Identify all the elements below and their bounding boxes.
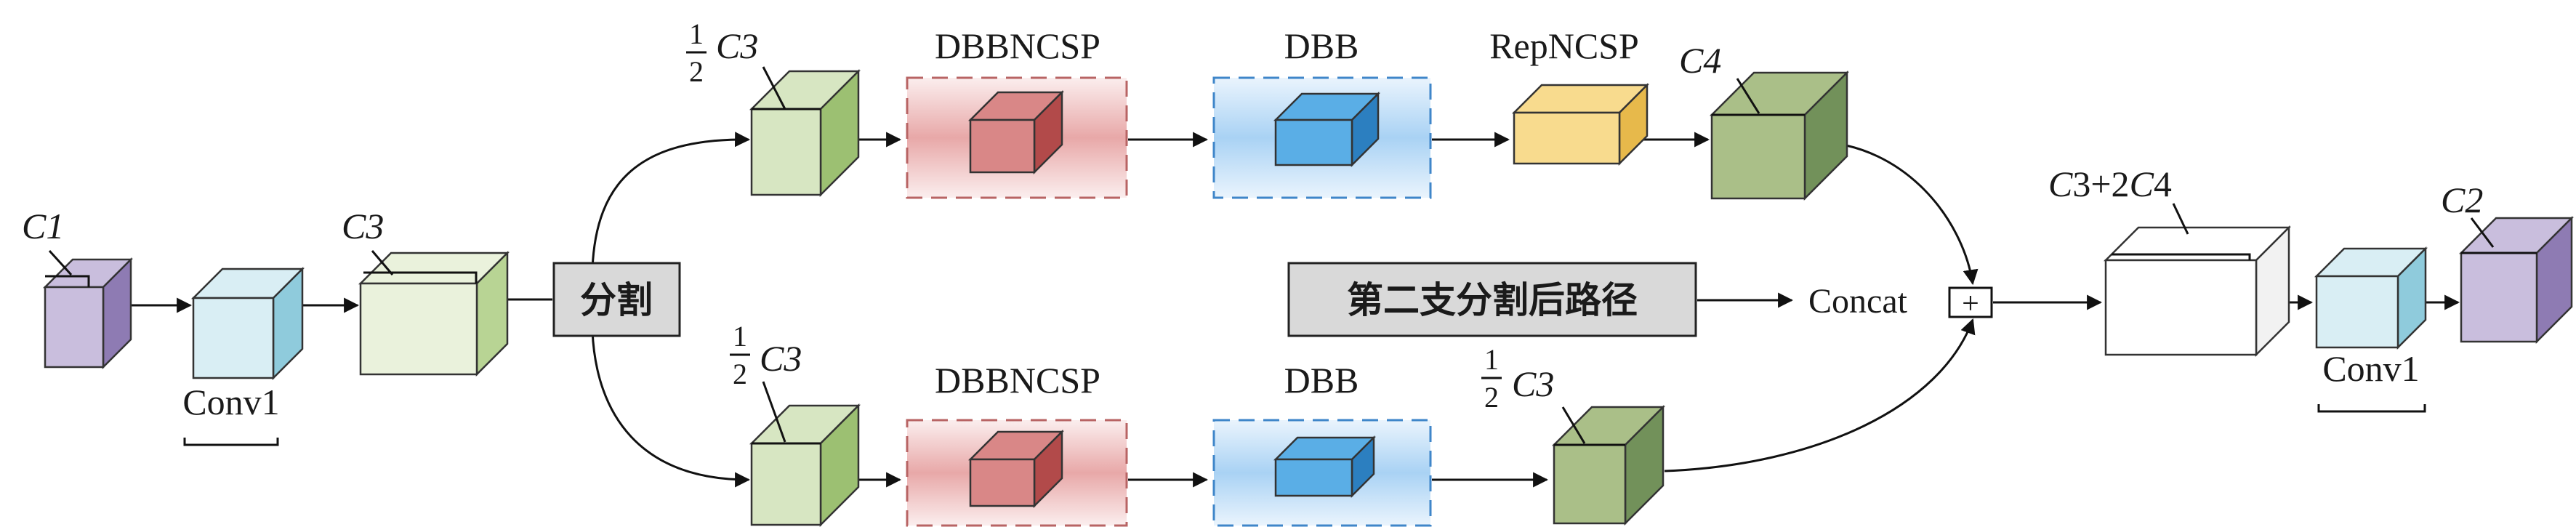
conv1-brackets	[183, 404, 2426, 446]
cube-conv1-left-front	[192, 297, 275, 379]
cube-half-c3-bottom-front	[750, 442, 822, 526]
cube-dbb-bottom-front	[1274, 458, 1353, 497]
concat-plus-node: +	[1948, 286, 1993, 321]
leader-c4	[1736, 78, 1760, 114]
gray-boxes: 分割 第二支分割后路径	[552, 262, 1697, 337]
leader-half-right	[1561, 406, 1586, 444]
text-labels: C1 C3 Conv1 Conv1 1 2 C3 1 2 C3 1 2 C3 D…	[22, 17, 2483, 422]
cube-half-c3-top-front	[750, 108, 822, 196]
curve-split-to-bottom	[591, 330, 751, 488]
curve-half-to-concat	[1664, 318, 1976, 472]
module-frames	[906, 76, 1432, 527]
cube-c2	[2458, 215, 2575, 345]
cube-dbbncsp-top-front	[969, 118, 1036, 174]
cube-conv1-right-front	[2315, 275, 2399, 349]
cube-c1-front	[44, 286, 105, 369]
label-half-bot-den: 2	[733, 358, 747, 390]
label-dbb-bottom: DBB	[1284, 360, 1359, 401]
cube-c3-main-channel-marker	[363, 271, 478, 283]
label-conv1-left: Conv1	[182, 382, 279, 422]
second-branch-box	[1287, 262, 1697, 337]
plus-box	[1948, 286, 1993, 318]
cube-dbb-bottom	[1273, 435, 1377, 499]
cube-conv1-left	[190, 266, 305, 381]
cubes	[42, 66, 2575, 527]
leader-c3-main	[371, 250, 394, 275]
split-label: 分割	[580, 279, 653, 321]
second-branch-label: 第二支分割后路径	[1347, 279, 1638, 321]
curve-c4-to-concat	[1818, 140, 1979, 286]
cube-half-c3-top	[749, 68, 861, 198]
cube-c1	[42, 249, 134, 370]
cube-repncsp	[1511, 82, 1650, 166]
cube-c1-channel-marker	[45, 275, 90, 287]
cube-c3-2c4-channel-marker	[2112, 253, 2251, 260]
label-c3-main: C3	[342, 206, 384, 246]
cube-repncsp-front	[1513, 111, 1621, 165]
label-c3-right: C3	[1512, 363, 1554, 404]
label-repncsp: RepNCSP	[1489, 25, 1639, 66]
cube-conv1-right	[2314, 246, 2428, 350]
label-c4: C4	[1679, 40, 1721, 81]
leader-c2	[2470, 217, 2495, 248]
label-conv1-right: Conv1	[2322, 348, 2419, 389]
label-half-top-den: 2	[689, 55, 704, 88]
leader-c3-2c4	[2172, 203, 2189, 235]
label-c3-top: C3	[716, 25, 758, 66]
cube-c3-main	[358, 250, 510, 377]
label-dbb-top: DBB	[1284, 25, 1359, 66]
cube-c2-front	[2460, 252, 2538, 343]
cube-dbbncsp-bottom-front	[969, 458, 1036, 507]
label-dbbncsp-bottom: DBBNCSP	[935, 360, 1100, 401]
cube-half-c3-right	[1551, 404, 1666, 526]
cube-dbbncsp-bottom	[967, 429, 1065, 509]
cube-c4	[1709, 70, 1850, 201]
label-dbbncsp-top: DBBNCSP	[935, 25, 1100, 66]
label-half-top-num: 1	[689, 17, 704, 50]
leader-half-bottom	[762, 381, 786, 443]
cube-half-c3-right-front	[1553, 443, 1627, 525]
label-c1: C1	[22, 206, 64, 246]
cube-c3-2c4-front	[2104, 259, 2258, 356]
label-half-right-num: 1	[1484, 343, 1499, 376]
cube-c3-2c4	[2103, 225, 2292, 358]
cube-dbb-top-front	[1274, 118, 1353, 166]
plus-sign: +	[1962, 287, 1979, 321]
label-c2: C2	[2441, 180, 2483, 220]
cube-c3-main-front	[359, 282, 478, 376]
bracket-left	[183, 438, 279, 446]
cube-half-c3-bottom	[749, 403, 861, 527]
cube-c4-front	[1710, 113, 1806, 200]
cube-c1-channel-leader	[48, 249, 73, 276]
curve-split-to-top	[591, 132, 751, 270]
label-half-bot-num: 1	[733, 320, 747, 353]
label-c3-bot: C3	[760, 338, 802, 379]
cube-dbb-top	[1273, 91, 1381, 168]
split-box	[552, 262, 681, 337]
bracket-right	[2317, 404, 2426, 413]
label-half-right-den: 2	[1484, 381, 1499, 414]
label-c3-2c4: C3+2C4	[2048, 164, 2172, 204]
label-concat: Concat	[1808, 282, 1908, 321]
leader-half-top	[762, 66, 786, 110]
cube-dbbncsp-top	[967, 89, 1065, 175]
